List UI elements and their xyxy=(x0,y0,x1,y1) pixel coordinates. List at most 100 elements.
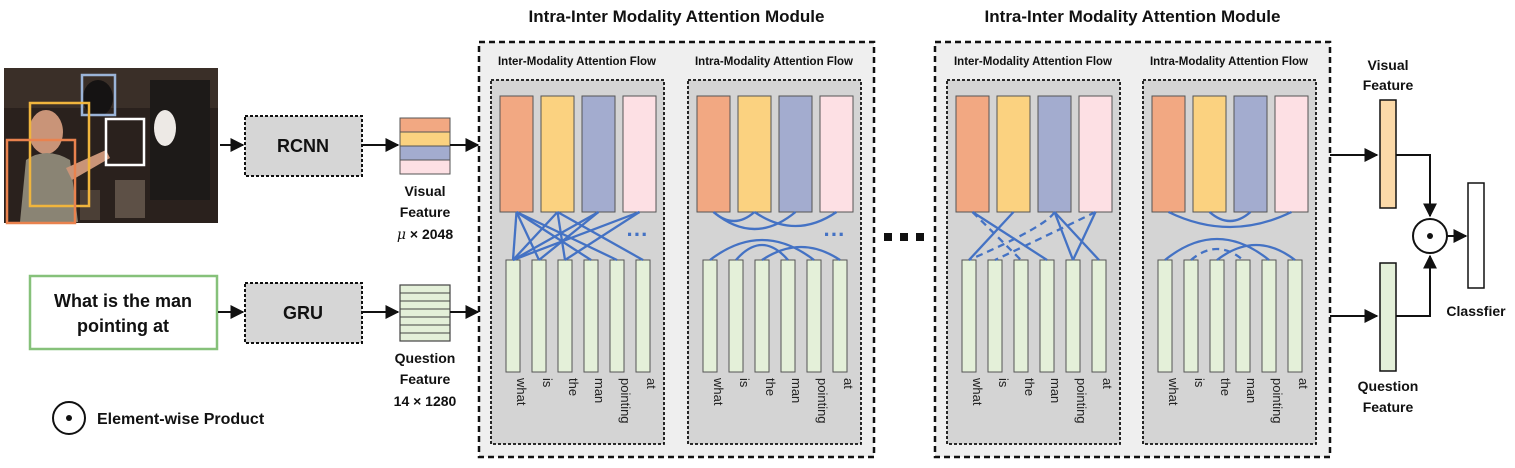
word-bar xyxy=(702,259,718,373)
right-question-label-1: Question xyxy=(1358,378,1419,394)
question-feature-dim: 14 × 1280 xyxy=(394,393,457,409)
right-visual-label-1: Visual xyxy=(1368,57,1409,73)
word-label: is xyxy=(737,378,752,388)
visual-region-bar xyxy=(996,95,1031,213)
word-label: is xyxy=(996,378,1011,388)
question-line-1: What is the man xyxy=(54,291,192,311)
word-bar xyxy=(1039,259,1055,373)
word-label: pointing xyxy=(1270,378,1285,424)
question-feature-vector xyxy=(1379,262,1397,372)
more-connections-icon: ··· xyxy=(824,222,846,247)
visual-feature-label-2: Feature xyxy=(400,204,451,220)
word-label: is xyxy=(1192,378,1207,388)
visual-feature-dim: μ × 2048 xyxy=(397,226,453,243)
word-bar xyxy=(1091,259,1107,373)
word-label: the xyxy=(763,378,778,396)
word-bar xyxy=(635,259,651,373)
visual-feature-label-1: Visual xyxy=(405,183,446,199)
word-bar xyxy=(1235,259,1251,373)
visual-region-bar xyxy=(696,95,731,213)
word-label: man xyxy=(592,378,607,403)
word-bar xyxy=(1209,259,1225,373)
classifier-label: Classfier xyxy=(1446,303,1506,319)
element-wise-product-legend-icon xyxy=(52,401,86,435)
element-wise-product-icon xyxy=(1412,218,1448,254)
input-image xyxy=(4,68,218,225)
word-bar xyxy=(780,259,796,373)
visual-region-bar xyxy=(955,95,990,213)
word-label: what xyxy=(970,377,985,406)
word-label: man xyxy=(789,378,804,403)
question-box: What is the man pointing at xyxy=(28,274,219,351)
detection-box-blue xyxy=(80,73,117,117)
visual-region-bar xyxy=(622,95,657,213)
visual-feature-vector xyxy=(1379,99,1397,209)
detection-box-orange xyxy=(5,138,77,225)
visual-region-bar xyxy=(1037,95,1072,213)
word-bar xyxy=(583,259,599,373)
classifier-vector xyxy=(1467,182,1485,289)
module-title: Intra-Inter Modality Attention Module xyxy=(985,7,1281,26)
question-feature-stack xyxy=(399,284,451,342)
word-bar xyxy=(754,259,770,373)
word-bar xyxy=(609,259,625,373)
detection-box-white xyxy=(104,117,146,167)
word-bar xyxy=(987,259,1003,373)
word-label: the xyxy=(1218,378,1233,396)
attention-module: Intra-Inter Modality Attention Module wha… xyxy=(933,7,1332,459)
gru-label: GRU xyxy=(283,303,323,323)
visual-region-bar xyxy=(1274,95,1309,213)
rcnn-box: RCNN xyxy=(244,115,363,177)
intra-modality-flow-label: Intra-Modality Attention Flow xyxy=(1150,56,1308,68)
attention-module: Intra-Inter Modality Attention Module wha… xyxy=(477,7,876,459)
module-title: Intra-Inter Modality Attention Module xyxy=(529,7,825,26)
visual-region-bar xyxy=(1078,95,1113,213)
rcnn-label: RCNN xyxy=(277,136,329,156)
word-bar xyxy=(832,259,848,373)
visual-region-bar xyxy=(1192,95,1227,213)
word-bar xyxy=(961,259,977,373)
word-bar xyxy=(1183,259,1199,373)
word-bar xyxy=(806,259,822,373)
question-feature-label-1: Question xyxy=(395,350,456,366)
intra-modality-flow-label: Intra-Modality Attention Flow xyxy=(695,56,853,68)
legend-label: Element-wise Product xyxy=(97,411,265,428)
word-label: at xyxy=(841,378,856,389)
inter-modality-flow-label: Inter-Modality Attention Flow xyxy=(954,56,1112,68)
visual-region-bar xyxy=(1233,95,1268,213)
gru-box: GRU xyxy=(244,282,363,344)
word-label: the xyxy=(566,378,581,396)
question-line-2: pointing at xyxy=(77,316,169,336)
word-label: is xyxy=(540,378,555,388)
visual-region-bar xyxy=(737,95,772,213)
question-feature-label-2: Feature xyxy=(400,371,451,387)
word-label: pointing xyxy=(618,378,633,424)
visual-region-bar xyxy=(819,95,854,213)
word-bar xyxy=(1157,259,1173,373)
more-connections-icon: ··· xyxy=(627,222,649,247)
word-label: man xyxy=(1244,378,1259,403)
word-bar xyxy=(728,259,744,373)
visual-region-bar xyxy=(778,95,813,213)
visual-region-bar xyxy=(581,95,616,213)
word-label: man xyxy=(1048,378,1063,403)
right-question-label-2: Feature xyxy=(1363,399,1414,415)
word-label: pointing xyxy=(1074,378,1089,424)
detection-box-yellow xyxy=(28,101,91,208)
word-label: what xyxy=(514,377,529,406)
word-bar xyxy=(1261,259,1277,373)
word-bar xyxy=(531,259,547,373)
legend: Element-wise Product xyxy=(52,401,265,435)
word-label: what xyxy=(1166,377,1181,406)
word-label: at xyxy=(1100,378,1115,389)
word-bar xyxy=(1013,259,1029,373)
visual-region-bar xyxy=(540,95,575,213)
word-label: pointing xyxy=(815,378,830,424)
inter-modality-flow-label: Inter-Modality Attention Flow xyxy=(498,56,656,68)
visual-region-bar xyxy=(499,95,534,213)
